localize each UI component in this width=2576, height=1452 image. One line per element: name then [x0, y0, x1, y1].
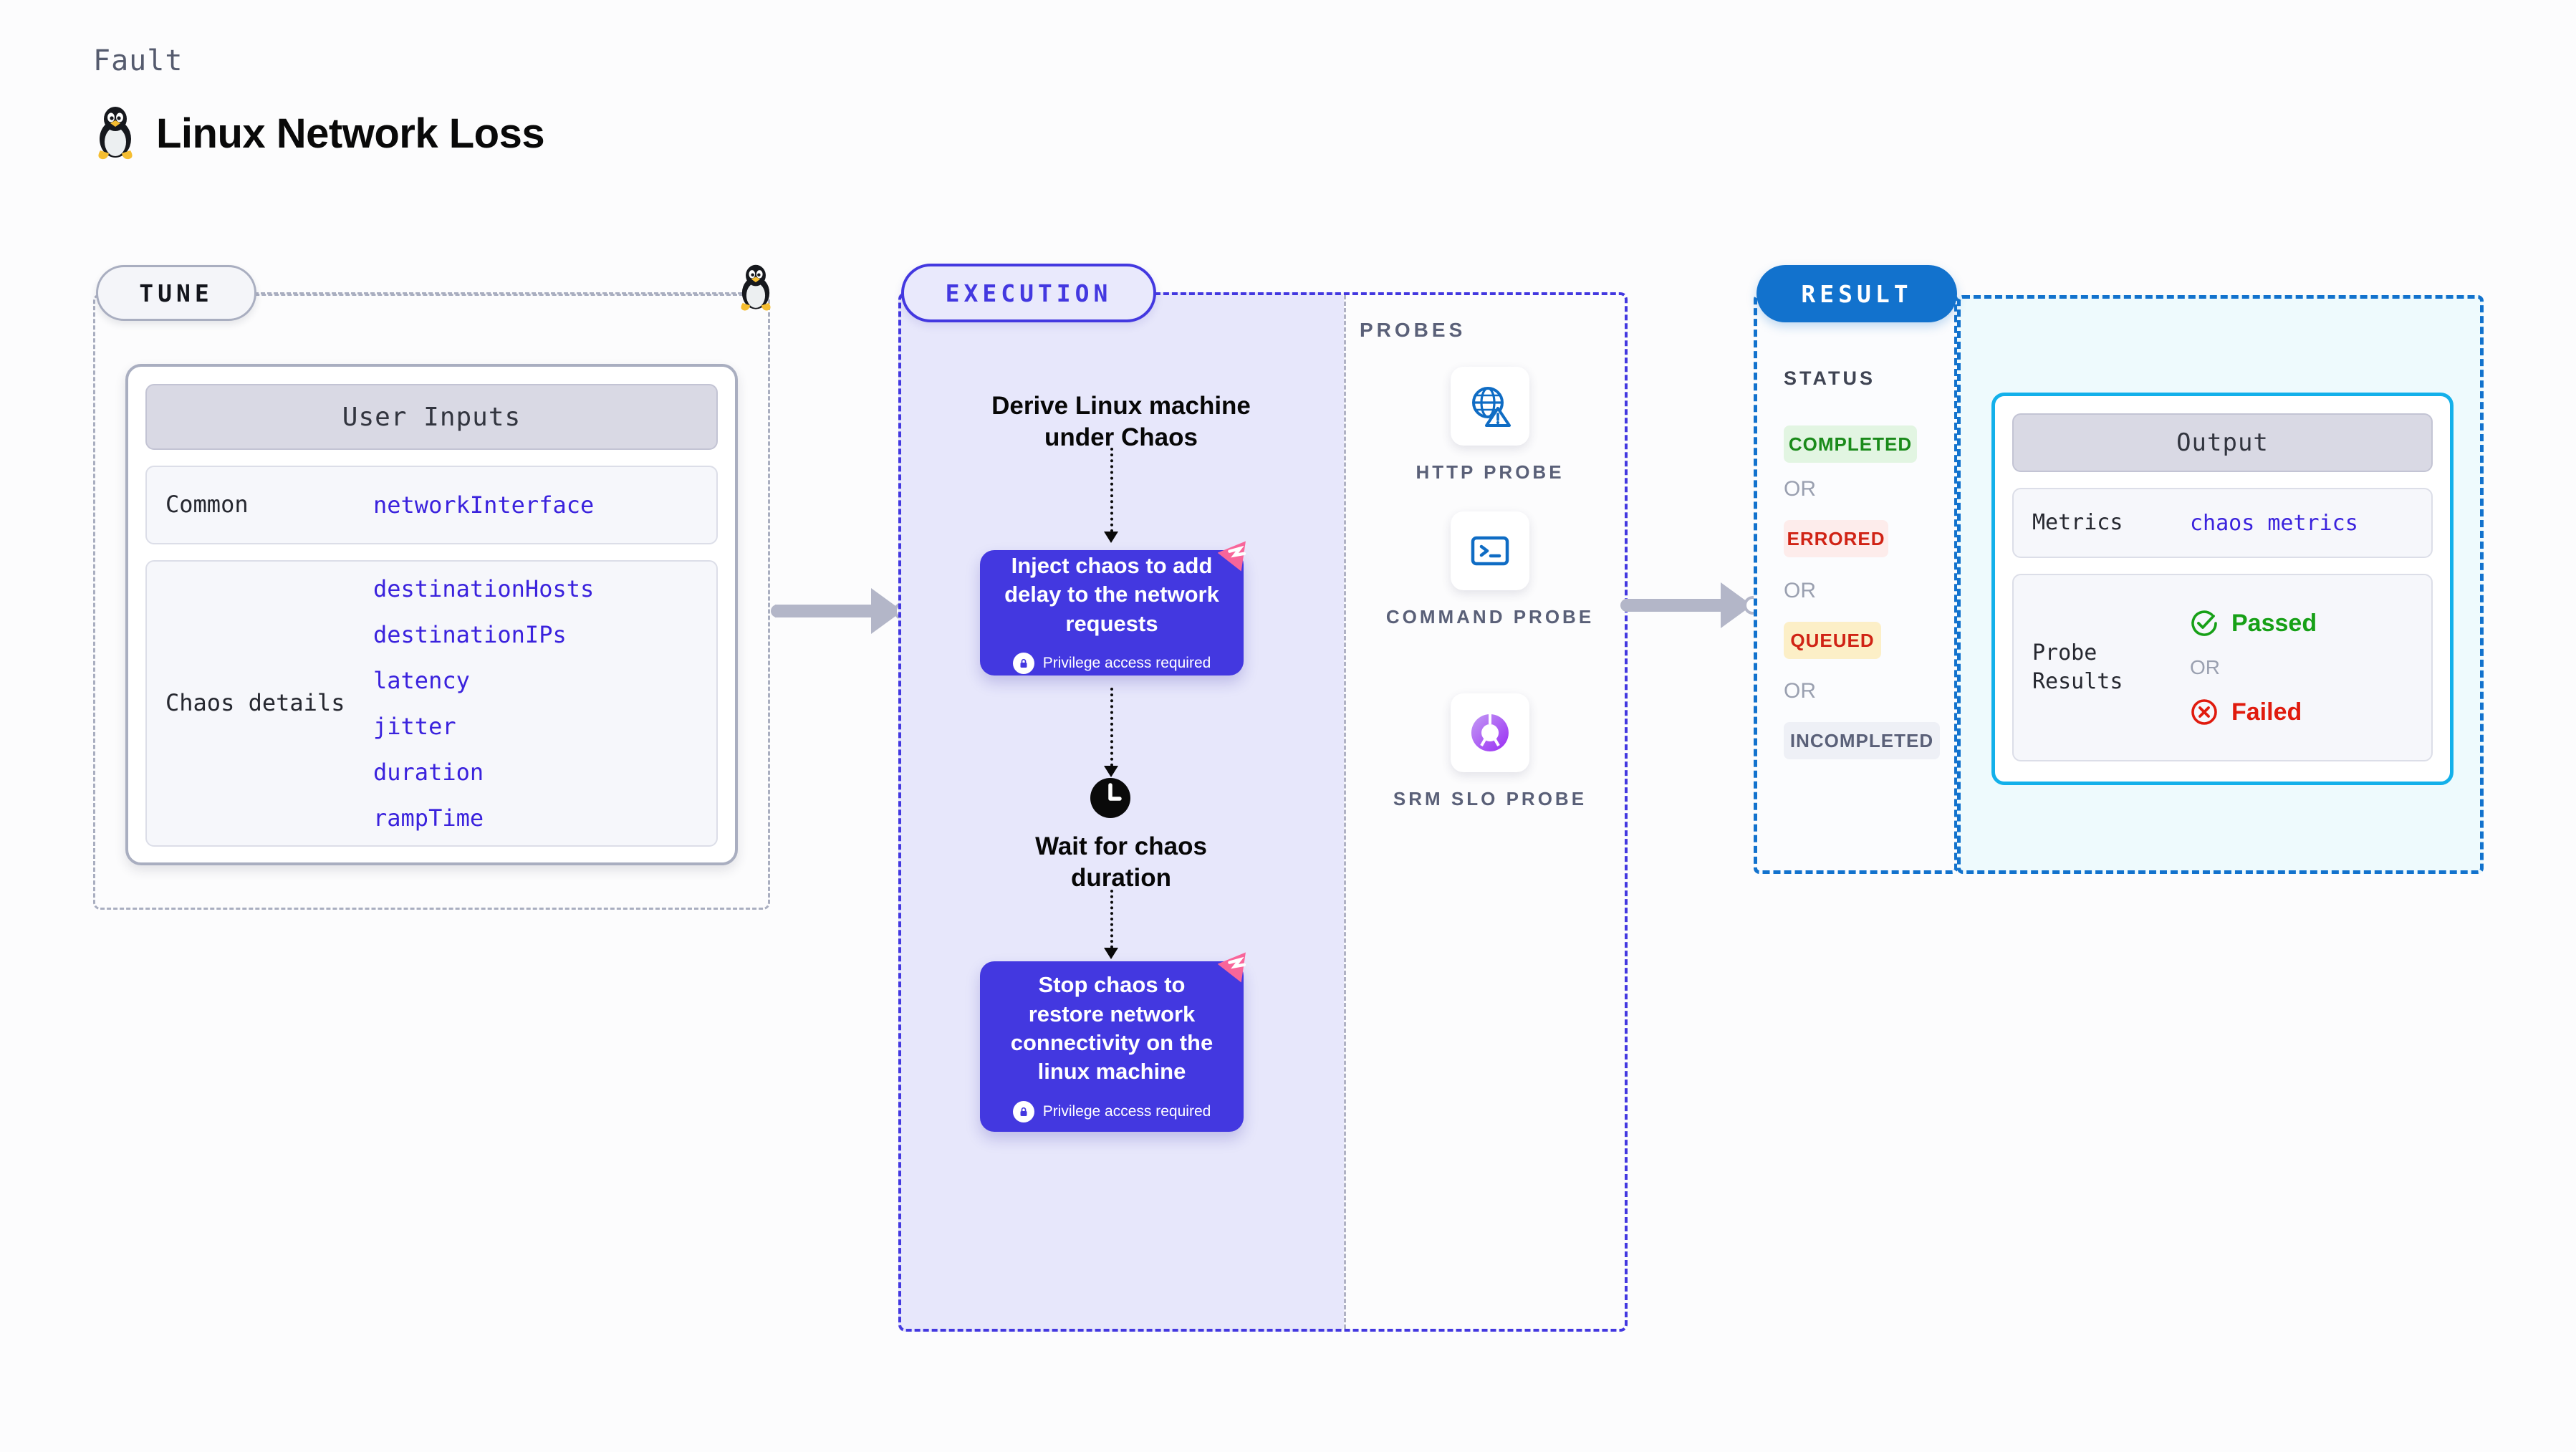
- probe-label: COMMAND PROBE: [1385, 606, 1595, 628]
- flow-arrowhead: [1104, 766, 1118, 777]
- probe-http[interactable]: HTTP PROBE: [1383, 367, 1597, 485]
- status-badge-errored: ERRORED: [1784, 520, 1888, 557]
- privilege-note: Privilege access required: [1012, 1100, 1211, 1122]
- check-circle-icon: [2191, 610, 2217, 636]
- connector-execution-to-result: [1620, 582, 1764, 629]
- lock-icon: [1012, 652, 1034, 674]
- tune-value[interactable]: jitter: [373, 713, 456, 740]
- execution-card-inject-chaos[interactable]: Inject chaos to add delay to the network…: [980, 541, 1246, 675]
- execution-card-text: Inject chaos to add delay to the network…: [1004, 553, 1219, 636]
- page-header: Fault Linux Network Loss: [93, 44, 545, 160]
- globe-warning-icon: [1472, 387, 1511, 427]
- tune-row-chaos-details: Chaos details destinationHosts destinati…: [145, 560, 718, 847]
- result-badge[interactable]: RESULT: [1756, 265, 1957, 322]
- output-card: Output Metrics chaos metrics Probe Resul…: [1991, 393, 2454, 785]
- status-or-label: OR: [1784, 579, 1816, 602]
- status-badge-incompleted: INCOMPLETED: [1784, 722, 1940, 759]
- output-row-values: chaos metrics: [2190, 511, 2358, 536]
- tune-row-values: networkInterface: [373, 491, 594, 519]
- page-title: Linux Network Loss: [156, 110, 545, 157]
- probe-result-passed: Passed: [2190, 609, 2317, 638]
- probe-result-passed-label: Passed: [2231, 609, 2317, 637]
- connector-stem: [1625, 599, 1725, 612]
- slo-donut-check-icon: [1471, 714, 1509, 751]
- flow-connector-dotted: [1110, 890, 1113, 948]
- execution-step-title: Derive Linux machine under Chaos: [991, 392, 1251, 452]
- output-row-label: Metrics: [2032, 509, 2123, 535]
- output-metrics-value[interactable]: chaos metrics: [2190, 510, 2358, 536]
- tune-row-values: destinationHosts destinationIPs latency …: [373, 575, 594, 832]
- flow-arrowhead: [1104, 948, 1118, 959]
- flow-connector-dotted: [1110, 448, 1113, 532]
- tune-value[interactable]: latency: [373, 667, 470, 694]
- connector-stem: [775, 605, 875, 617]
- tux-penguin-icon: [98, 107, 133, 160]
- output-card-title: Output: [2012, 413, 2433, 472]
- execution-badge[interactable]: EXECUTION: [901, 264, 1156, 322]
- probe-command[interactable]: COMMAND PROBE: [1383, 511, 1597, 630]
- chaos-fault-mark-icon: [1218, 541, 1246, 572]
- tune-value[interactable]: destinationIPs: [373, 621, 567, 648]
- tune-row-label: Common: [165, 491, 249, 519]
- probe-tile[interactable]: [1451, 511, 1529, 590]
- output-row-label: Probe Results: [2032, 640, 2123, 695]
- output-row-values: Passed OR Failed: [2190, 609, 2317, 726]
- fault-eyebrow-label: Fault: [93, 44, 183, 77]
- result-status-region: [1754, 294, 1958, 874]
- tune-badge[interactable]: TUNE: [96, 265, 256, 321]
- probe-result-failed: Failed: [2190, 698, 2317, 726]
- flow-arrowhead: [1104, 532, 1118, 543]
- tune-value[interactable]: duration: [373, 759, 484, 786]
- tune-value[interactable]: networkInterface: [373, 491, 595, 519]
- probe-result-failed-label: Failed: [2231, 698, 2302, 726]
- probe-tile[interactable]: [1451, 693, 1529, 772]
- probe-label: SRM SLO PROBE: [1393, 788, 1587, 809]
- privilege-note-text: Privilege access required: [1042, 654, 1211, 671]
- user-inputs-title: User Inputs: [145, 384, 718, 450]
- flow-connector-dotted: [1110, 688, 1113, 766]
- lock-icon: [1012, 1100, 1034, 1122]
- execution-card-stop-chaos[interactable]: Stop chaos to restore network connectivi…: [980, 952, 1246, 1132]
- x-circle-icon: [2191, 699, 2217, 725]
- tune-row-label: Chaos details: [165, 689, 345, 717]
- status-badge-completed: COMPLETED: [1784, 425, 1917, 463]
- execution-step-title: Wait for chaos duration: [1035, 832, 1207, 893]
- execution-region: [898, 292, 1628, 1332]
- chaos-fault-mark-icon: [1218, 952, 1246, 983]
- tune-lead-line: [254, 292, 749, 294]
- terminal-icon: [1471, 536, 1509, 566]
- probe-tile[interactable]: [1451, 367, 1529, 446]
- probe-srm-slo[interactable]: SRM SLO PROBE: [1383, 693, 1597, 812]
- tune-value[interactable]: destinationHosts: [373, 575, 595, 602]
- tune-value[interactable]: rampTime: [373, 804, 484, 832]
- tune-region: [93, 294, 770, 910]
- output-row-probe-results: Probe Results Passed OR Failed: [2012, 574, 2433, 761]
- connector-tune-to-execution: [771, 587, 914, 635]
- probe-result-or-label: OR: [2190, 656, 2220, 678]
- clock-icon: [1090, 778, 1130, 818]
- probes-section-label: PROBES: [1360, 319, 1466, 341]
- output-row-metrics: Metrics chaos metrics: [2012, 488, 2433, 558]
- privilege-note: Privilege access required: [1012, 652, 1211, 674]
- status-badge-queued: QUEUED: [1784, 622, 1881, 659]
- probes-divider: [1344, 295, 1346, 1329]
- tune-tux-marker-icon: [741, 264, 771, 311]
- tune-row-common: Common networkInterface: [145, 466, 718, 544]
- status-or-label: OR: [1784, 679, 1816, 703]
- page-title-row: Linux Network Loss: [93, 106, 545, 160]
- privilege-note-text: Privilege access required: [1042, 1102, 1211, 1120]
- status-or-label: OR: [1784, 477, 1816, 501]
- status-section-label: STATUS: [1784, 367, 1875, 389]
- execution-card-text: Stop chaos to restore network connectivi…: [1010, 972, 1213, 1085]
- probe-label: HTTP PROBE: [1416, 461, 1565, 483]
- user-inputs-card: User Inputs Common networkInterface Chao…: [125, 364, 738, 865]
